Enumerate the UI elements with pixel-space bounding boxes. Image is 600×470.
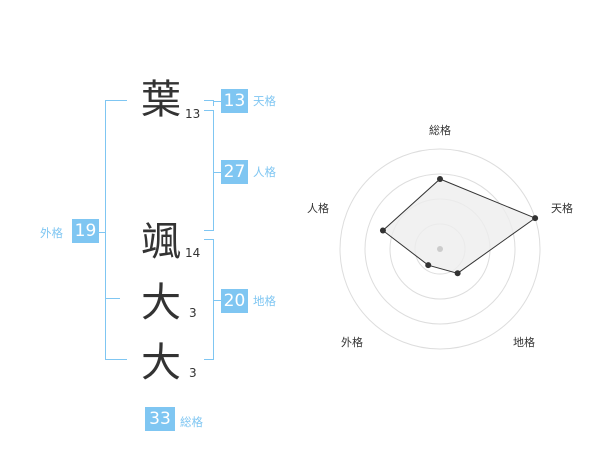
radar-area — [382, 178, 537, 274]
radar-point — [379, 227, 386, 234]
jinkaku-connector — [214, 172, 221, 173]
radar-point — [425, 262, 432, 269]
gaikaku-connector — [98, 232, 106, 233]
radar-axis-label-tenkaku: 天格 — [551, 201, 573, 215]
name-char-4: 大 — [141, 340, 181, 386]
gaikaku-bracket — [105, 100, 127, 360]
radar-ring — [364, 173, 516, 325]
stroke-count-1: 13 — [185, 107, 201, 121]
jinkaku-label: 人格 — [253, 165, 276, 179]
radar-points — [379, 176, 539, 277]
radar-axis-label-jinkaku: 人格 — [307, 201, 329, 215]
stroke-count-3: 3 — [189, 306, 197, 320]
soukaku-badge: 33 — [145, 407, 175, 431]
radar-center-dot — [437, 246, 443, 252]
tenkaku-bracket — [204, 100, 214, 106]
stroke-count-2: 14 — [185, 246, 201, 260]
radar-ring — [339, 148, 541, 350]
radar-point — [437, 176, 443, 182]
radar-axis-label-chikaku: 地格 — [513, 335, 535, 349]
name-char-3: 大 — [141, 280, 181, 326]
tenkaku-badge: 13 — [221, 89, 248, 113]
chikaku-badge: 20 — [221, 289, 248, 313]
radar-rings — [339, 148, 541, 350]
chikaku-bracket — [204, 239, 214, 360]
radar-axis-label-gaikaku: 外格 — [341, 335, 363, 349]
tenkaku-label: 天格 — [253, 94, 276, 108]
gaikaku-label: 外格 — [40, 226, 63, 240]
jinkaku-badge: 27 — [221, 160, 248, 184]
stroke-count-4: 3 — [189, 366, 197, 380]
radar-axis-label-soukaku: 総格 — [429, 123, 451, 137]
tenkaku-connector — [214, 101, 221, 102]
chikaku-label: 地格 — [253, 294, 276, 308]
jinkaku-bracket — [204, 110, 214, 231]
name-char-2: 颯 — [141, 219, 181, 265]
radar-point — [454, 270, 461, 277]
name-char-1: 葉 — [141, 77, 181, 123]
gaikaku-badge: 19 — [72, 219, 99, 243]
gaikaku-inner-tick — [105, 298, 120, 299]
chikaku-connector — [214, 300, 221, 301]
radar-point — [532, 215, 539, 222]
soukaku-label: 総格 — [180, 415, 203, 429]
